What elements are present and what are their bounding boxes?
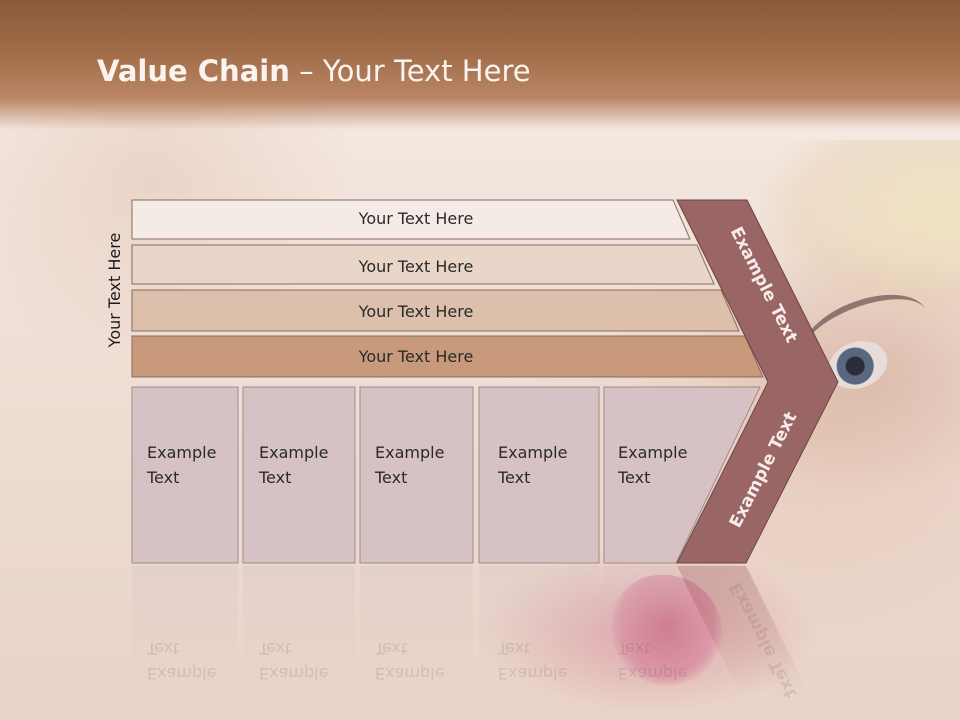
column-label-2: Example Text	[259, 443, 329, 487]
band-label-2: Your Text Here	[358, 257, 474, 276]
column-box-1	[131, 386, 239, 564]
column-box-2	[242, 386, 356, 564]
band-shape-1	[131, 199, 691, 240]
band-shape-3	[131, 289, 740, 332]
column-reflection-5: Example Text	[618, 639, 688, 683]
column-reflection-1: Example Text	[147, 639, 217, 683]
band-label-4: Your Text Here	[358, 347, 474, 366]
column-reflections	[132, 566, 810, 696]
band-label-3: Your Text Here	[358, 302, 474, 321]
column-reflection-4: Example Text	[498, 639, 568, 683]
chevron-arrow	[676, 199, 839, 564]
column-box-5	[603, 386, 761, 564]
band-label-1: Your Text Here	[358, 209, 474, 228]
column-box-4	[478, 386, 600, 564]
slide-title: Value Chain – Your Text Here	[97, 54, 531, 88]
column-label-1: Example Text	[147, 443, 217, 487]
column-reflection-2: Example Text	[259, 639, 329, 683]
column-label-5: Example Text	[618, 443, 688, 487]
column-label-4: Example Text	[498, 443, 568, 487]
title-rest: – Your Text Here	[289, 54, 531, 88]
hair-shape	[760, 140, 960, 320]
column-reflection-3: Example Text	[375, 639, 445, 683]
title-bar: Value Chain – Your Text Here	[0, 0, 960, 130]
band-shape-4	[131, 335, 764, 378]
column-box-3	[359, 386, 474, 564]
column-label-3: Example Text	[375, 443, 445, 487]
band-shape-2	[131, 244, 715, 285]
title-bold: Value Chain	[97, 54, 290, 88]
